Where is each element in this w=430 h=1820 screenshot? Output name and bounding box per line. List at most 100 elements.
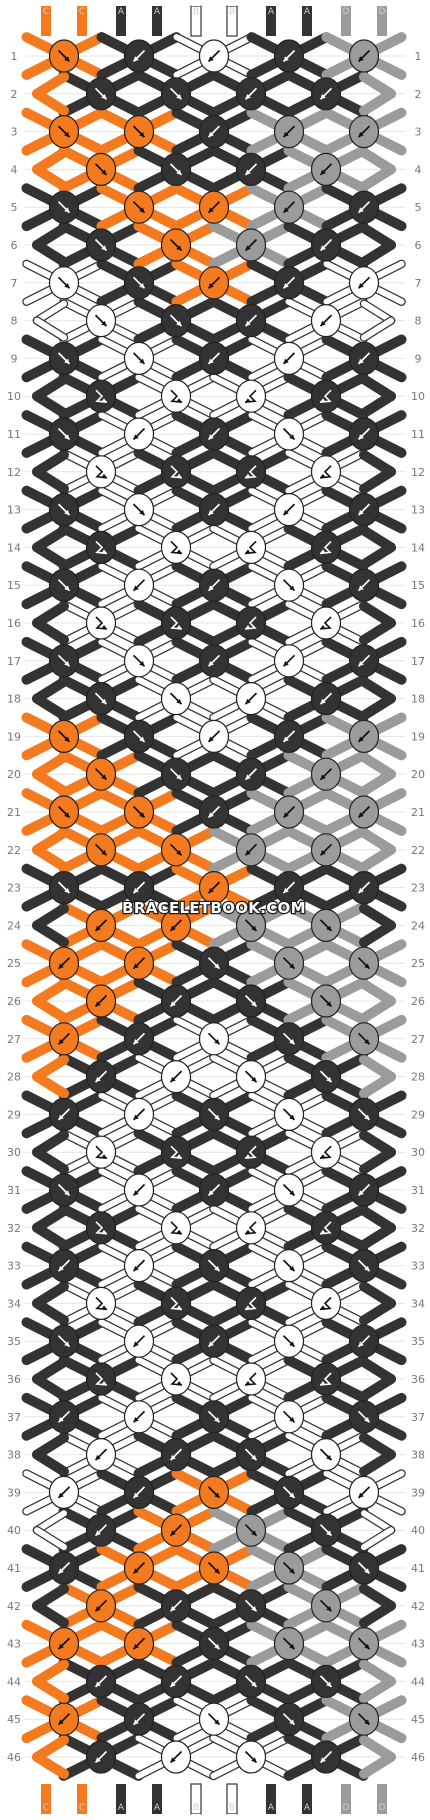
row-number-left: 45	[7, 1713, 21, 1726]
arrowhead-icon	[358, 585, 364, 591]
strand-label-top: A	[268, 7, 275, 17]
knot	[48, 1022, 80, 1056]
row-number-right: 45	[411, 1713, 425, 1726]
arrowhead-icon	[364, 1265, 370, 1272]
arrowhead-icon	[283, 358, 289, 364]
arrowhead-icon	[283, 207, 289, 213]
arrowhead-icon	[320, 1381, 325, 1385]
strand-label-bottom: C	[43, 1803, 49, 1813]
arrowhead-icon	[326, 925, 332, 931]
arrowhead-icon	[133, 585, 139, 591]
strand-start	[377, 6, 387, 36]
arrow-icon	[95, 1296, 108, 1311]
arrowhead-icon	[214, 963, 220, 969]
arrowhead-icon	[208, 1341, 214, 1347]
knot	[235, 1059, 267, 1094]
arrowhead-icon	[64, 585, 70, 591]
arrowhead-icon	[283, 509, 289, 516]
strand-segment	[32, 1374, 69, 1401]
knot	[123, 341, 155, 375]
row-number-left: 28	[7, 1071, 21, 1084]
arrowhead-icon	[320, 774, 326, 780]
strand-notch	[266, 1814, 276, 1820]
strand-segment	[359, 240, 396, 267]
arrowhead-icon	[95, 1681, 101, 1687]
arrowhead-icon	[102, 398, 107, 403]
knot	[310, 455, 342, 489]
strand-segment	[32, 1071, 69, 1099]
arrowhead-icon	[358, 434, 364, 440]
knot	[85, 77, 117, 111]
row-number-right: 7	[415, 277, 422, 290]
strand-label-top: B	[229, 7, 235, 17]
arrowhead-icon	[64, 812, 70, 818]
arrowhead-icon	[95, 925, 101, 931]
arrowhead-icon	[176, 774, 182, 780]
knot	[310, 379, 342, 413]
strand-segment	[359, 844, 396, 872]
knot	[48, 1702, 80, 1736]
arrowhead-icon	[102, 1154, 107, 1159]
strand-segment	[359, 1752, 396, 1779]
arrowhead-icon	[95, 1076, 101, 1083]
strand-segment	[361, 317, 394, 341]
row-number-left: 46	[7, 1751, 21, 1764]
strand-segment	[359, 88, 396, 116]
arrowhead-icon	[283, 56, 289, 62]
row-number-right: 18	[411, 693, 425, 706]
arrowhead-icon	[245, 473, 250, 478]
arrowhead-icon	[326, 1530, 332, 1536]
strand-start	[116, 6, 126, 36]
strand-end	[377, 1784, 387, 1814]
arrowhead-icon	[283, 661, 289, 667]
row-number-left: 44	[7, 1675, 21, 1688]
arrowhead-icon	[208, 358, 214, 364]
knot	[348, 946, 380, 980]
knot	[123, 1248, 155, 1283]
strand-segment	[361, 300, 394, 324]
row-number-right: 23	[411, 882, 425, 895]
strand-segment	[359, 391, 396, 419]
knot	[123, 266, 155, 300]
knot	[85, 1740, 117, 1774]
arrowhead-icon	[289, 1719, 295, 1725]
arrow-icon	[319, 540, 332, 555]
strand-segment	[359, 769, 396, 797]
row-number-right: 2	[415, 88, 422, 101]
knot	[48, 1173, 80, 1207]
knot	[273, 644, 305, 678]
knot	[348, 870, 380, 905]
arrowhead-icon	[95, 1454, 101, 1461]
knot	[310, 304, 342, 338]
strand-segment	[361, 1527, 394, 1551]
arrowhead-icon	[176, 169, 182, 175]
knot	[348, 417, 380, 451]
arrowhead-icon	[208, 887, 214, 894]
knot	[160, 908, 192, 943]
knot	[48, 1626, 80, 1661]
arrowhead-icon	[133, 887, 139, 894]
knot	[48, 1400, 80, 1434]
strand-label-bottom: D	[379, 1803, 386, 1813]
strand-label-bottom: A	[118, 1803, 125, 1813]
row-number-right: 38	[411, 1449, 425, 1462]
arrowhead-icon	[133, 1643, 139, 1650]
knot	[123, 719, 155, 754]
row-number-left: 16	[7, 617, 21, 630]
knot	[123, 1173, 155, 1207]
knot	[348, 1400, 380, 1434]
arrowhead-icon	[102, 625, 107, 629]
arrow-icon	[170, 1372, 183, 1386]
arrow-icon	[170, 1296, 183, 1311]
row-number-right: 40	[411, 1524, 425, 1537]
arrowhead-icon	[102, 1229, 107, 1234]
arrowhead-icon	[101, 698, 107, 705]
strand-label-top: B	[193, 7, 199, 17]
knot	[273, 1324, 305, 1358]
strand-start	[77, 6, 87, 36]
knot	[123, 1400, 155, 1434]
arrowhead-icon	[358, 1341, 364, 1347]
knot	[198, 1324, 230, 1358]
arrowhead-icon	[320, 698, 326, 705]
